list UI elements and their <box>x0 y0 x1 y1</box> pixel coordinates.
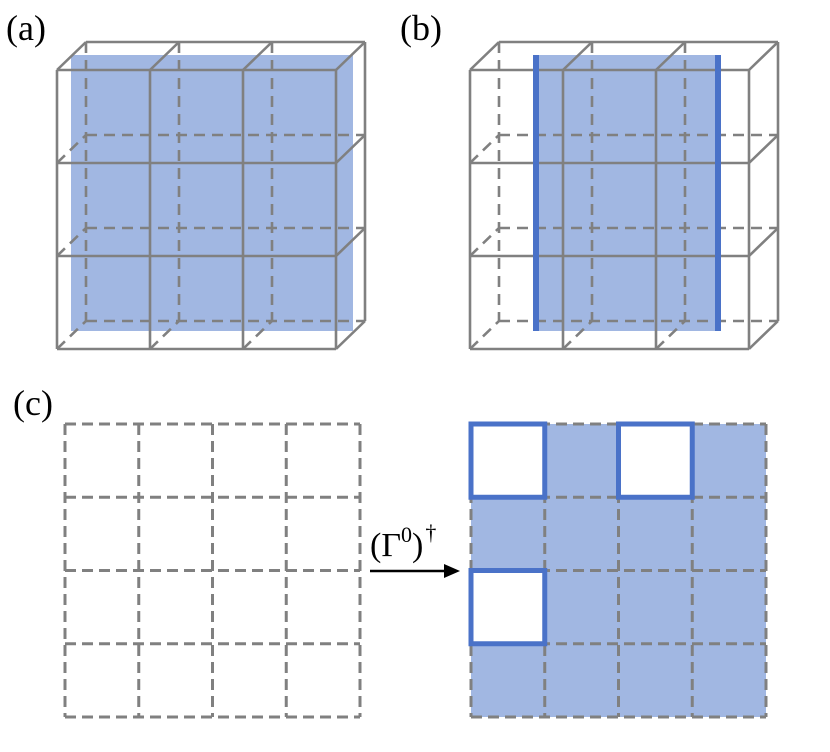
panel-a-membrane <box>71 55 353 331</box>
panel-b-visible-edges <box>468 40 780 351</box>
side-edge <box>335 227 366 257</box>
panel-label-a: (a) <box>6 8 46 48</box>
hidden-depth-edge <box>149 320 180 350</box>
top-edge <box>149 41 180 71</box>
hidden-depth-edge <box>655 320 686 350</box>
top-edge <box>748 41 779 71</box>
highlighted-cell <box>616 421 695 500</box>
hidden-depth-edge <box>56 227 87 257</box>
side-edge <box>335 320 366 350</box>
top-edge <box>335 41 366 71</box>
top-edge <box>242 41 273 71</box>
side-edge <box>335 134 366 164</box>
hidden-depth-edge <box>469 320 500 350</box>
panel-c-result-grid <box>468 421 768 719</box>
operator-arrow: (Γ0)† <box>370 520 460 578</box>
hidden-depth-edge <box>562 320 593 350</box>
top-edge <box>469 41 500 71</box>
unshaded-cell <box>471 570 545 644</box>
arrow-head <box>444 564 460 578</box>
top-edge <box>655 41 686 71</box>
panel-label-b: (b) <box>400 8 442 48</box>
side-edge <box>748 320 779 350</box>
side-edge <box>748 227 779 257</box>
highlighted-cell <box>468 568 548 647</box>
top-edge <box>562 41 593 71</box>
panel-b-membrane <box>536 55 718 331</box>
panel-b-hidden-edges <box>469 42 778 350</box>
hidden-depth-edge <box>56 134 87 164</box>
panel-a-visible-edges <box>55 40 367 351</box>
hidden-depth-edge <box>56 320 87 350</box>
result-grid-unshaded-cells <box>471 424 693 644</box>
panel-b-cube-lattice <box>468 40 780 351</box>
unshaded-cell <box>618 424 693 498</box>
panel-c-initial-grid <box>63 422 362 719</box>
side-edge <box>748 134 779 164</box>
top-edge <box>56 41 87 71</box>
hidden-depth-edge <box>469 134 500 164</box>
hidden-depth-edge <box>469 227 500 257</box>
panel-a-cube-lattice <box>55 40 367 351</box>
operator-label: (Γ0)† <box>370 520 436 564</box>
panel-a-hidden-edges <box>56 42 365 350</box>
panel-label-c: (c) <box>13 383 53 423</box>
result-grid-highlighted-cells <box>468 421 695 647</box>
highlighted-cell <box>468 421 548 500</box>
hidden-depth-edge <box>242 320 273 350</box>
unshaded-cell <box>471 424 545 498</box>
